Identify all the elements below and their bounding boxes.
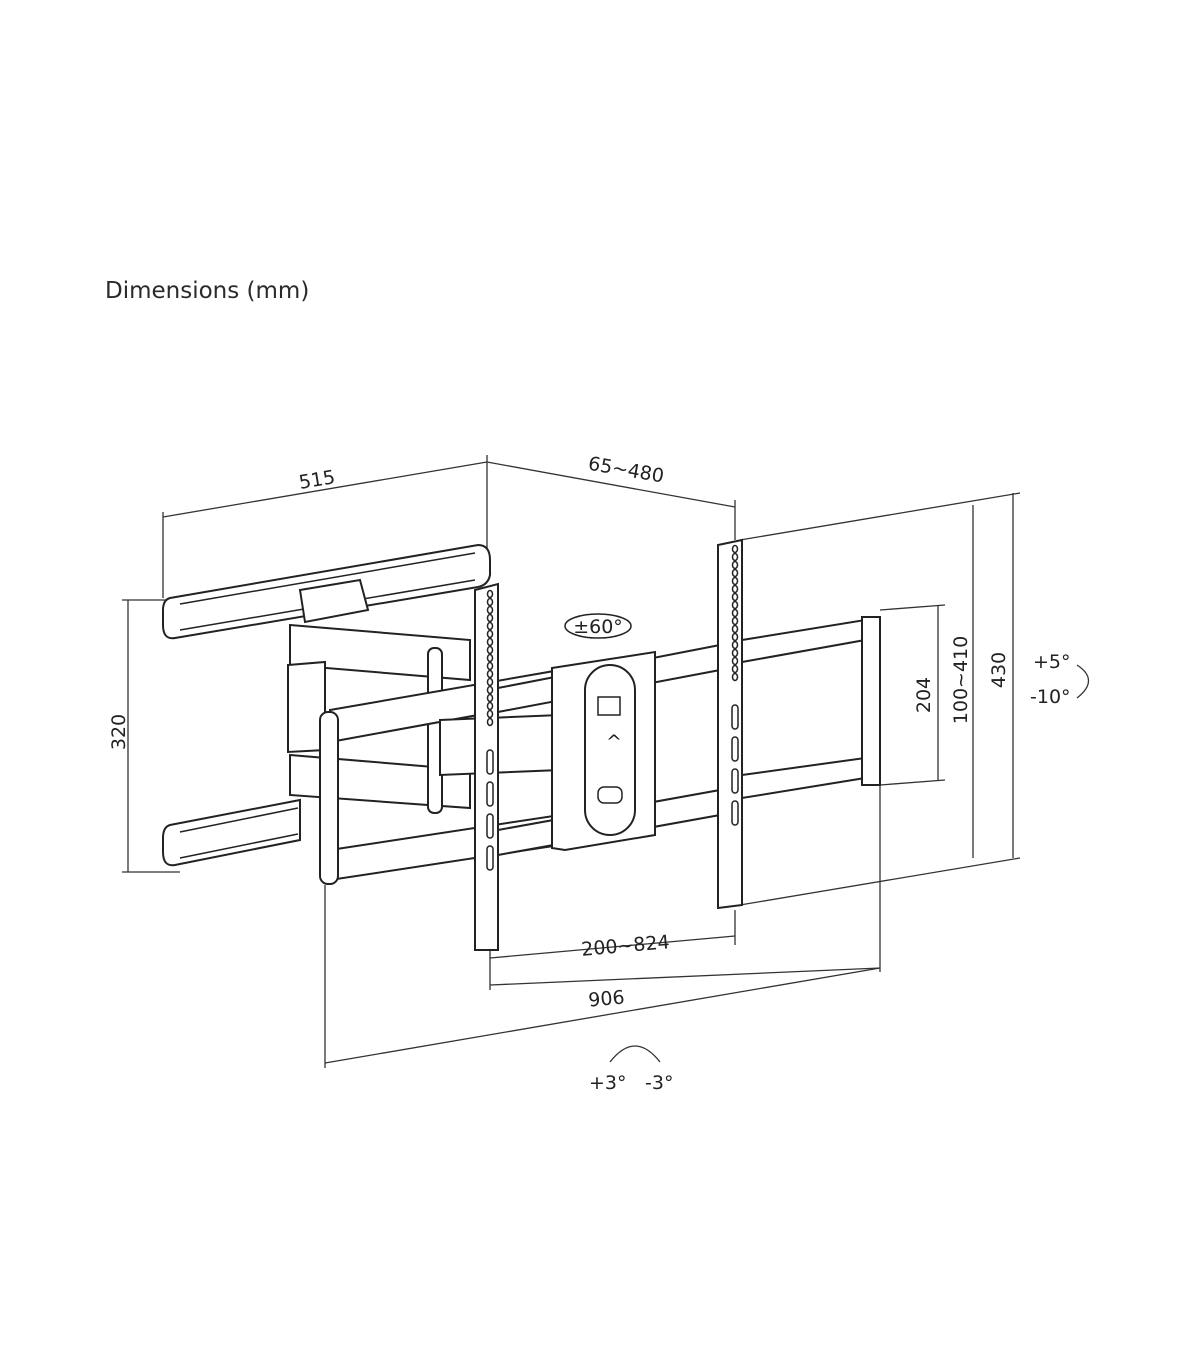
mount-slot	[731, 800, 739, 826]
mount-hole	[731, 576, 739, 586]
mount-hole	[731, 552, 739, 562]
mount-slot	[731, 768, 739, 794]
diagram-title: Dimensions (mm)	[105, 278, 310, 304]
wall-plate	[162, 543, 491, 867]
mount-hole	[731, 656, 739, 666]
mount-hole	[486, 669, 494, 679]
dim-906: 906	[587, 986, 625, 1011]
mount-hole	[731, 568, 739, 578]
center-mount: ^	[497, 613, 721, 857]
mount-slot	[731, 736, 739, 762]
mount-hole	[731, 648, 739, 658]
dim-430: 430	[988, 652, 1010, 688]
mount-hole	[486, 621, 494, 631]
mount-hole	[486, 701, 494, 711]
mount-hole	[731, 608, 739, 618]
left-tv-bracket	[474, 582, 499, 951]
dim-100-410: 100~410	[950, 636, 972, 724]
swivel-label: ±60°	[573, 616, 623, 638]
mount-hole	[486, 685, 494, 695]
mount-hole	[731, 600, 739, 610]
mount-hole	[486, 645, 494, 655]
mount-hole	[731, 544, 739, 554]
mount-hole	[731, 592, 739, 602]
mount-hole	[486, 613, 494, 623]
right-tv-bracket	[717, 538, 881, 910]
mount-hole	[731, 672, 739, 682]
mount-hole	[731, 632, 739, 642]
dim-515: 515	[297, 466, 336, 494]
mount-hole	[486, 597, 494, 607]
tilt-down-label: -10°	[1030, 686, 1071, 708]
swivel-ellipse	[564, 613, 632, 639]
mount-hole	[486, 661, 494, 671]
dimension-lines	[122, 455, 1021, 1068]
mount-slot	[486, 845, 494, 871]
level-plus-label: +3°	[589, 1072, 627, 1094]
mount-hole	[731, 560, 739, 570]
mount-slot	[486, 813, 494, 839]
mount-hole	[486, 653, 494, 663]
mount-hole	[486, 693, 494, 703]
mount-hole	[731, 664, 739, 674]
mount-hole	[486, 709, 494, 719]
mount-hole	[486, 677, 494, 687]
mount-hole	[731, 624, 739, 634]
svg-text:^: ^	[606, 731, 622, 753]
tilt-arrow-icon	[1076, 664, 1090, 699]
dim-320: 320	[108, 714, 130, 750]
dim-204: 204	[913, 677, 935, 713]
mount-hole	[486, 717, 494, 727]
mount-slot	[731, 704, 739, 730]
mount-hole	[731, 616, 739, 626]
mount-hole	[486, 605, 494, 615]
level-minus-label: -3°	[645, 1072, 673, 1094]
mount-hole	[731, 584, 739, 594]
mount-hole	[486, 637, 494, 647]
tilt-up-label: +5°	[1033, 651, 1071, 673]
mount-hole	[486, 629, 494, 639]
mount-hole	[486, 589, 494, 599]
mount-slot	[486, 781, 494, 807]
mount-slot	[486, 749, 494, 775]
dim-200-824: 200~824	[580, 931, 670, 961]
level-arrow-icon	[609, 1045, 661, 1063]
mount-hole	[731, 640, 739, 650]
